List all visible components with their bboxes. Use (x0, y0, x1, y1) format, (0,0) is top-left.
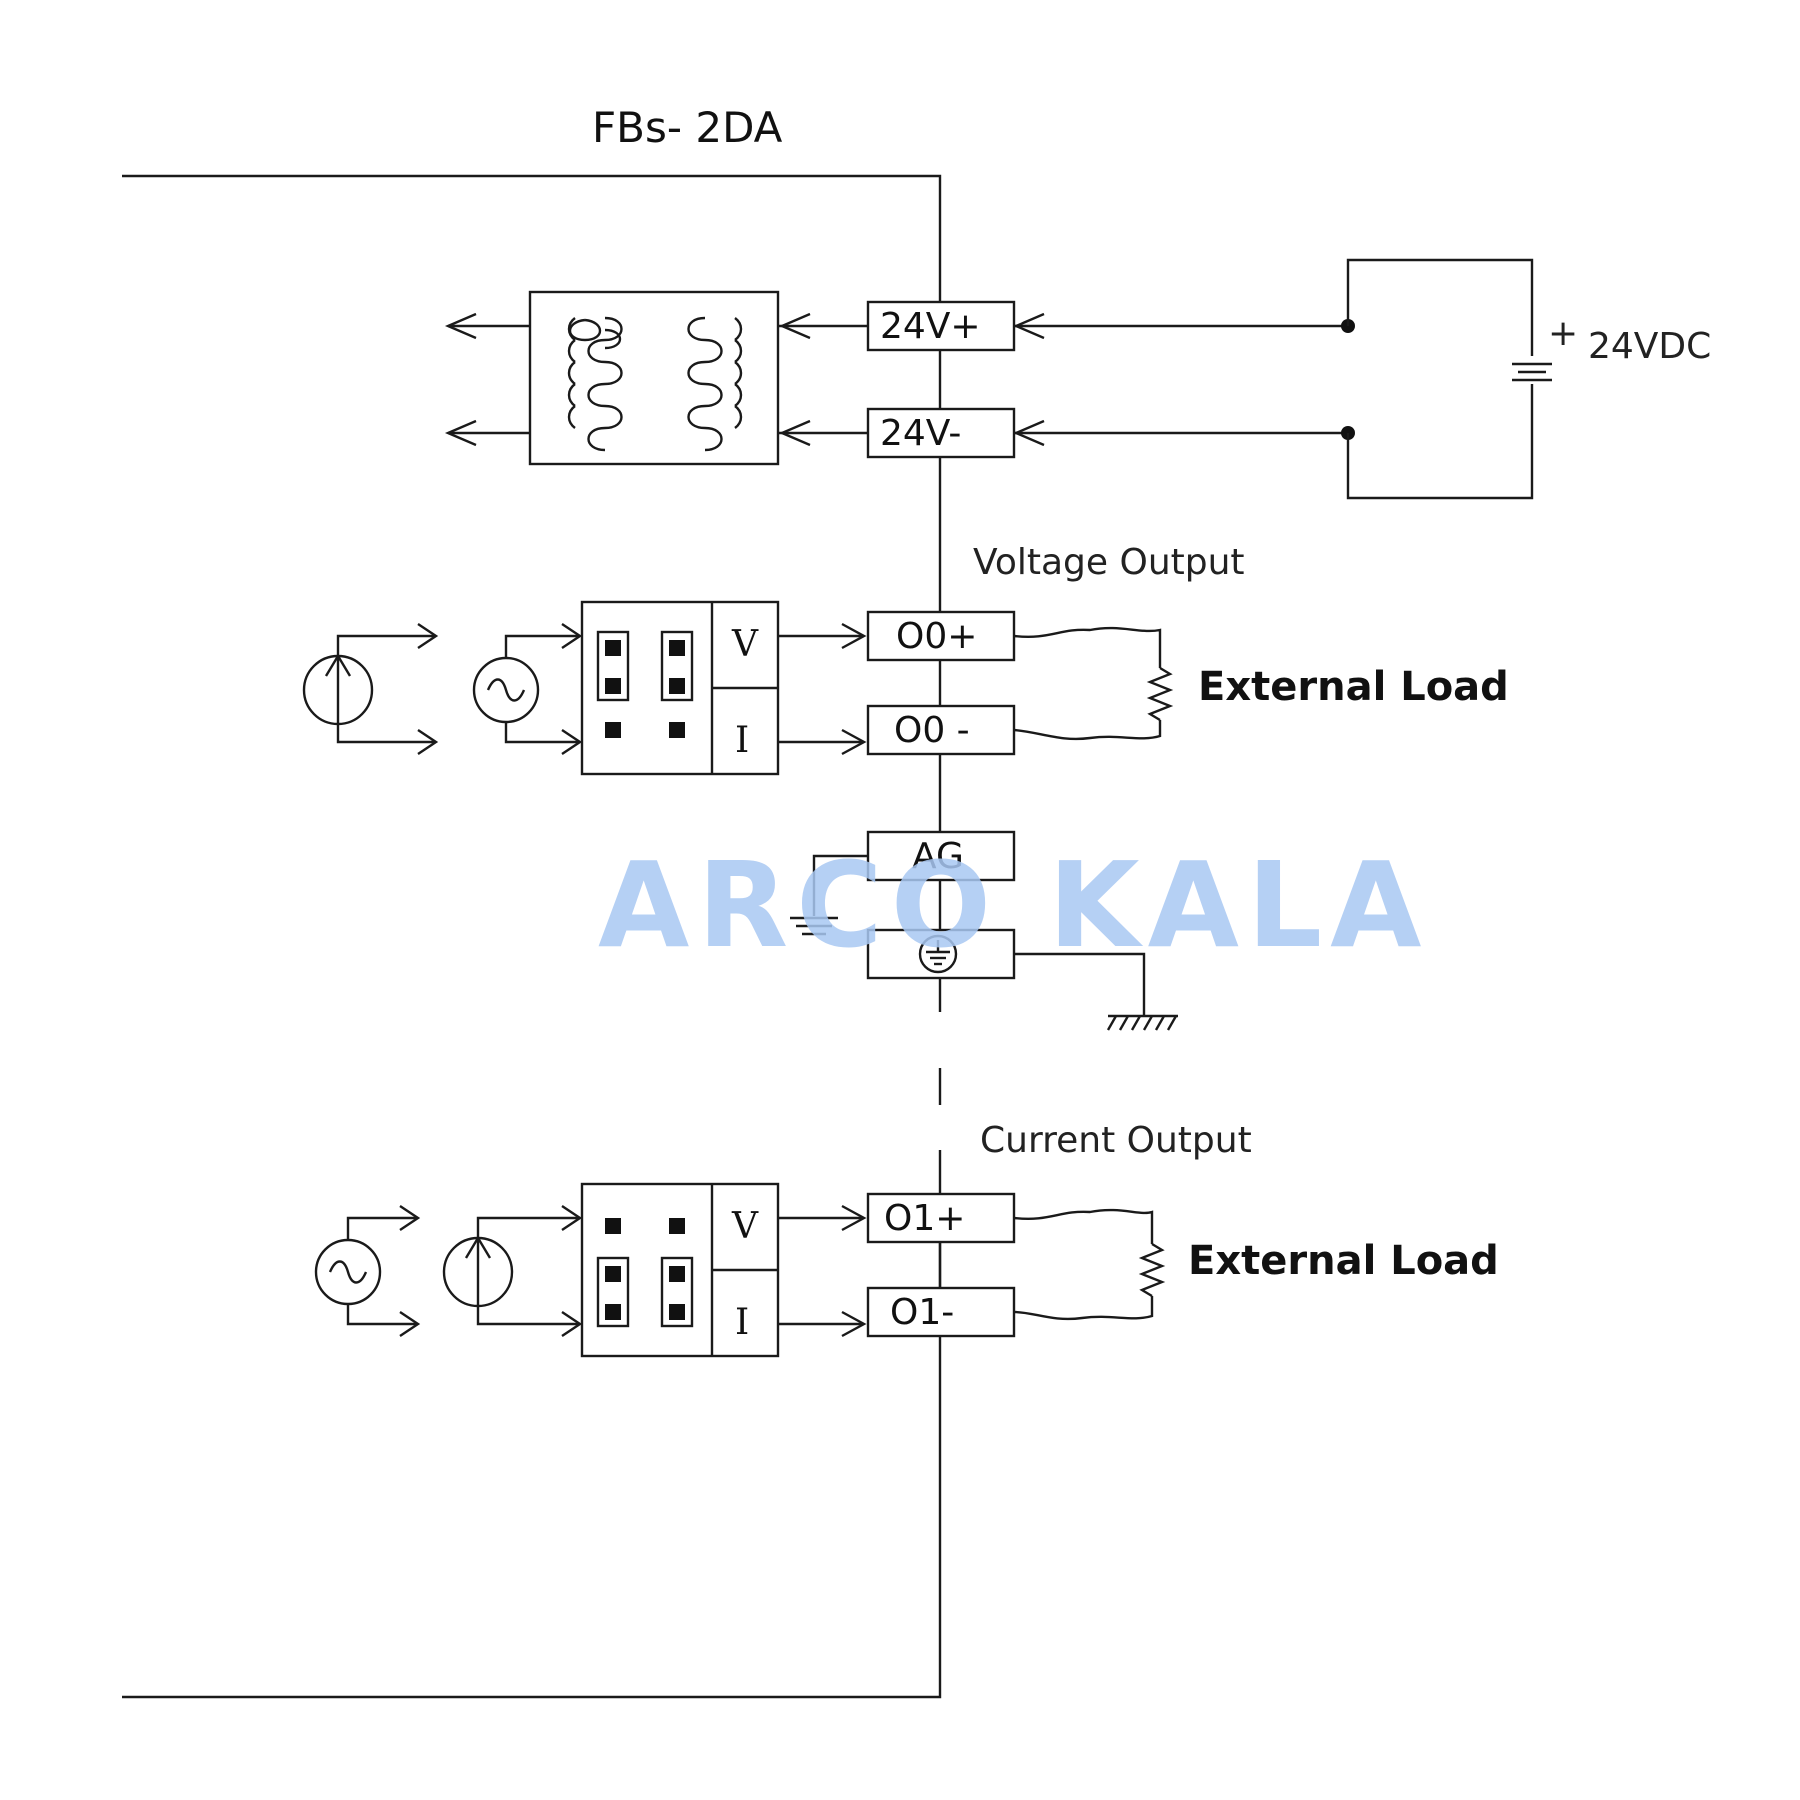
transformer-coil-right-icon (687, 316, 743, 452)
terminal-24v-minus (866, 407, 1016, 459)
terminal-ag-label: AG (912, 836, 964, 877)
voltage-output-label: Voltage Output (973, 542, 1245, 583)
current-output-label: Current Output (980, 1120, 1252, 1161)
terminal-fg (866, 928, 1016, 980)
watermark: ARCO KALA (598, 836, 1429, 974)
battery-icon (1512, 362, 1552, 382)
jumper-pins-voltage-icon (596, 630, 694, 738)
arrow-right-icon (841, 728, 867, 756)
earth-ground-icon (1106, 1014, 1178, 1031)
terminal-o1-minus-label: O1- (890, 1292, 954, 1333)
terminal-o0-minus (866, 704, 1016, 756)
terminal-24v-plus (866, 300, 1016, 352)
terminal-24v-minus-label: 24V- (880, 413, 961, 454)
battery-plus-sign: + (1548, 313, 1578, 354)
terminal-o0-plus-label: O0+ (896, 616, 977, 657)
external-load-ch0-label: External Load (1198, 664, 1509, 710)
jumper-i-label: I (735, 720, 749, 761)
terminal-o1-plus-label: O1+ (884, 1198, 965, 1239)
terminal-ag (866, 830, 1016, 882)
jumper-pins-current-icon (596, 1218, 694, 1328)
supply-voltage-label: 24VDC (1588, 326, 1711, 367)
jumper-v-label: V (731, 1206, 759, 1247)
frame-ground-symbol-icon (918, 934, 958, 974)
load-resistor-icon (1138, 1242, 1166, 1298)
arrow-right-icon (841, 1310, 867, 1338)
arrow-right-icon (841, 622, 867, 650)
module-title: FBs- 2DA (592, 103, 783, 152)
arrow-right-icon (841, 1204, 867, 1232)
load-resistor-icon (1146, 666, 1174, 722)
transformer-coil-left-icon (567, 316, 623, 452)
terminal-o0-minus-label: O0 - (894, 710, 970, 751)
jumper-i-label: I (735, 1302, 749, 1343)
terminal-24v-plus-label: 24V+ (880, 306, 981, 347)
jumper-v-label: V (731, 624, 759, 665)
module-outline-bottom (122, 1150, 942, 1699)
external-load-ch1-label: External Load (1188, 1238, 1499, 1284)
analog-ground-icon (790, 916, 838, 936)
